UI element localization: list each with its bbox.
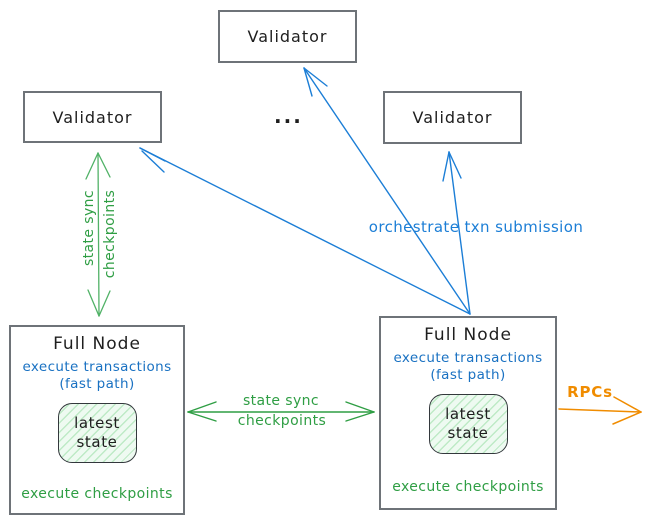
latest-state-left-line1: latest <box>74 414 120 432</box>
full-node-right-title: Full Node <box>424 325 512 345</box>
full-node-left-blue-line1: execute transactions <box>22 359 172 375</box>
full-node-right-blue-line2: (fast path) <box>430 367 506 383</box>
validator-right-label: Validator <box>412 108 493 127</box>
arrow-state-sync-vertical <box>85 152 111 317</box>
validator-box-right: Validator <box>383 91 522 144</box>
full-node-box-right: Full Node execute transactions (fast pat… <box>379 316 557 510</box>
rpcs-label: RPCs <box>567 383 613 401</box>
orchestrate-txn-submission-label: orchestrate txn submission <box>368 218 584 236</box>
arrow-rpcs <box>558 396 642 425</box>
validator-top-label: Validator <box>247 27 328 46</box>
horizontal-state-sync-label-line1: state sync <box>242 393 320 409</box>
full-node-left-execute-transactions: execute transactions (fast path) <box>22 359 171 393</box>
latest-state-box-right: latest state <box>428 394 508 454</box>
validators-ellipsis: ... <box>274 104 303 128</box>
full-node-box-left: Full Node execute transactions (fast pat… <box>9 325 185 515</box>
validator-box-left: Validator <box>23 91 162 143</box>
arrow-orchestrate-to-right-validator <box>442 151 471 315</box>
arrow-orchestrate-to-top-validator <box>303 67 471 315</box>
full-node-left-title: Full Node <box>53 334 141 354</box>
arrow-orchestrate-to-left-validator <box>139 147 471 315</box>
validator-left-label: Validator <box>52 107 133 127</box>
arrow-state-sync-horizontal <box>187 401 375 422</box>
validator-box-top: Validator <box>218 10 357 63</box>
full-node-right-blue-line1: execute transactions <box>393 350 543 366</box>
latest-state-left-line2: state <box>76 433 118 451</box>
full-node-right-execute-checkpoints: execute checkpoints <box>392 479 544 495</box>
latest-state-box-left: latest state <box>57 403 137 463</box>
horizontal-state-sync-label-line2: checkpoints <box>237 413 327 429</box>
latest-state-right-line2: state <box>447 424 489 442</box>
full-node-left-blue-line2: (fast path) <box>59 376 135 392</box>
full-node-left-execute-checkpoints: execute checkpoints <box>21 486 173 502</box>
full-node-right-execute-transactions: execute transactions (fast path) <box>393 350 542 384</box>
vertical-state-sync-label-line2: checkpoints <box>102 189 118 279</box>
vertical-state-sync-label-line1: state sync <box>81 189 97 267</box>
latest-state-right-line1: latest <box>445 405 491 423</box>
